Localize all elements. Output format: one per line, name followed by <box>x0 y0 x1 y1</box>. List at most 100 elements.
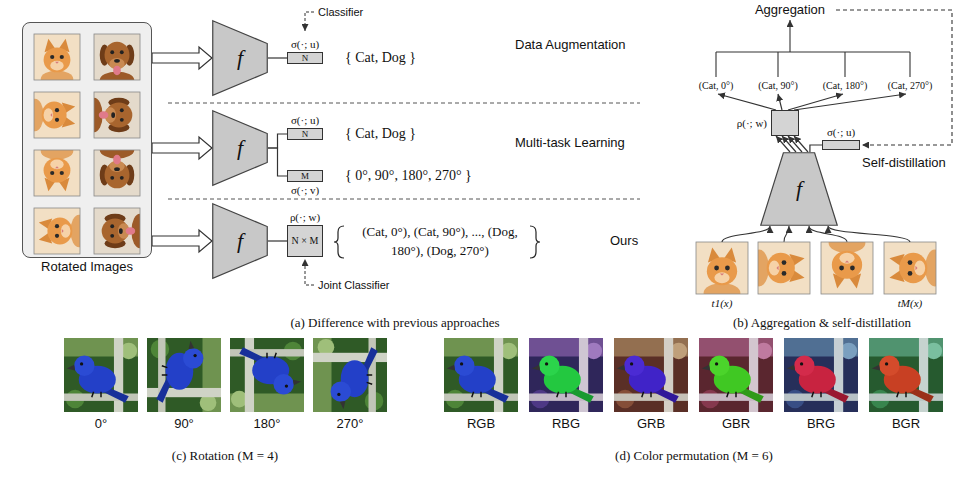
transformed-input-image <box>821 233 873 294</box>
aggregation-wires <box>809 226 847 242</box>
color-permutation-example <box>614 338 688 412</box>
classifier-name: σ(·; v) <box>291 184 319 197</box>
network-shape <box>761 153 838 226</box>
set-brace <box>334 226 344 258</box>
aggregation-wires <box>788 94 843 110</box>
classifier-name: ρ(·; w) <box>737 117 767 130</box>
color-permutation-example <box>444 338 518 412</box>
network-name: f <box>237 230 243 252</box>
connector <box>776 136 808 152</box>
output-label: (Cat, 90°) <box>758 80 798 92</box>
rotated-image-grid <box>94 208 140 254</box>
set-brace <box>530 226 540 258</box>
connector <box>152 137 212 159</box>
panel-caption: (a) Difference with previous approaches <box>290 316 499 331</box>
block-arrow <box>152 137 212 159</box>
classifier-name: σ(·; u) <box>291 38 319 51</box>
block-arrow <box>152 230 212 252</box>
aggregation-wires <box>789 20 790 52</box>
connector <box>268 241 287 242</box>
rotated-image-grid <box>34 208 88 254</box>
rotated-image-grid <box>34 34 80 80</box>
image-label: 180° <box>254 417 281 432</box>
encoder-network: f <box>212 203 268 279</box>
color-permutation-example <box>529 338 603 412</box>
rotated-image-grid <box>34 150 80 196</box>
color-permutation-example <box>699 338 773 412</box>
rotated-image-grid <box>94 208 149 254</box>
approach-name: Ours <box>610 234 638 249</box>
connector-line <box>794 136 808 152</box>
rotated-image-grid <box>22 22 152 258</box>
connector <box>828 226 910 242</box>
rotation-example <box>147 338 221 412</box>
encoder-network: f <box>212 20 268 96</box>
joint-classifier-box: ρ(·; w) <box>771 110 799 136</box>
image-label: BRG <box>807 417 835 432</box>
panel-label: Rotated Images <box>41 260 133 275</box>
network-name: f <box>796 178 802 200</box>
network-name: f <box>237 47 243 69</box>
network-shape <box>213 21 268 96</box>
image-label: 0° <box>95 417 107 432</box>
rotated-image-grid <box>34 92 80 138</box>
output-size: N × M <box>292 236 319 246</box>
connector <box>152 47 212 69</box>
rotation-example <box>230 338 304 412</box>
color-permutation-example <box>444 338 943 412</box>
connector <box>268 148 287 176</box>
approach-name: Multi-task Learning <box>515 136 625 151</box>
transformed-input-image <box>758 242 810 294</box>
encoder-network: f <box>212 110 268 186</box>
rotated-image-grid <box>94 92 140 138</box>
image-label: 270° <box>337 417 364 432</box>
rotated-image-grid <box>26 92 80 138</box>
class-set: { Cat, Dog } <box>345 50 416 66</box>
leader-line <box>305 259 314 285</box>
connector-line <box>268 148 287 176</box>
aggregation-wires <box>716 52 910 77</box>
rotated-image-grid <box>34 142 80 196</box>
connector-line <box>268 240 287 241</box>
aggregation-wires <box>836 10 952 145</box>
encoder-network: f <box>760 152 838 226</box>
connector <box>722 226 770 242</box>
image-label: 90° <box>174 417 194 432</box>
callout-label: Classifier <box>318 6 363 19</box>
rotation-example <box>313 338 387 412</box>
input-image: tM(x) <box>884 242 936 294</box>
color-permutation-example <box>614 338 688 412</box>
transform-name: t1(x) <box>712 297 733 310</box>
transformed-input-image <box>696 242 748 294</box>
output-label: (Cat, 180°) <box>823 80 868 92</box>
classifier-name: σ(·; u) <box>827 126 855 139</box>
connector-line <box>782 136 796 152</box>
color-permutation-example <box>869 338 943 412</box>
color-permutation-example <box>869 338 943 412</box>
rotated-image-grid <box>94 34 140 89</box>
row-separator <box>168 103 640 104</box>
aggregation-wires <box>784 226 789 242</box>
connector-line <box>268 57 287 58</box>
joint-classifier-box: ρ(·; w)N × M <box>287 225 323 257</box>
transformed-input-image <box>884 242 936 294</box>
rotated-image-grid <box>34 208 80 254</box>
class-set: { 0°, 90°, 180°, 270° } <box>345 168 472 184</box>
connector-line <box>810 145 822 152</box>
classifier-box: σ(·; v)M <box>287 170 323 182</box>
row-separator <box>168 199 640 200</box>
input-image: t1(x) <box>696 242 748 294</box>
transformed-input-image <box>884 242 945 294</box>
output-size: N <box>302 54 309 63</box>
image-label: RGB <box>467 417 495 432</box>
image-label: GRB <box>637 417 665 432</box>
rotated-image-grid <box>94 141 140 196</box>
connector <box>810 145 822 152</box>
connector-line <box>722 226 770 242</box>
connector <box>268 58 287 59</box>
classifier-box: σ(·; u) <box>822 140 860 150</box>
class-set: { Cat, Dog } <box>345 126 416 142</box>
block-arrow <box>152 47 212 69</box>
